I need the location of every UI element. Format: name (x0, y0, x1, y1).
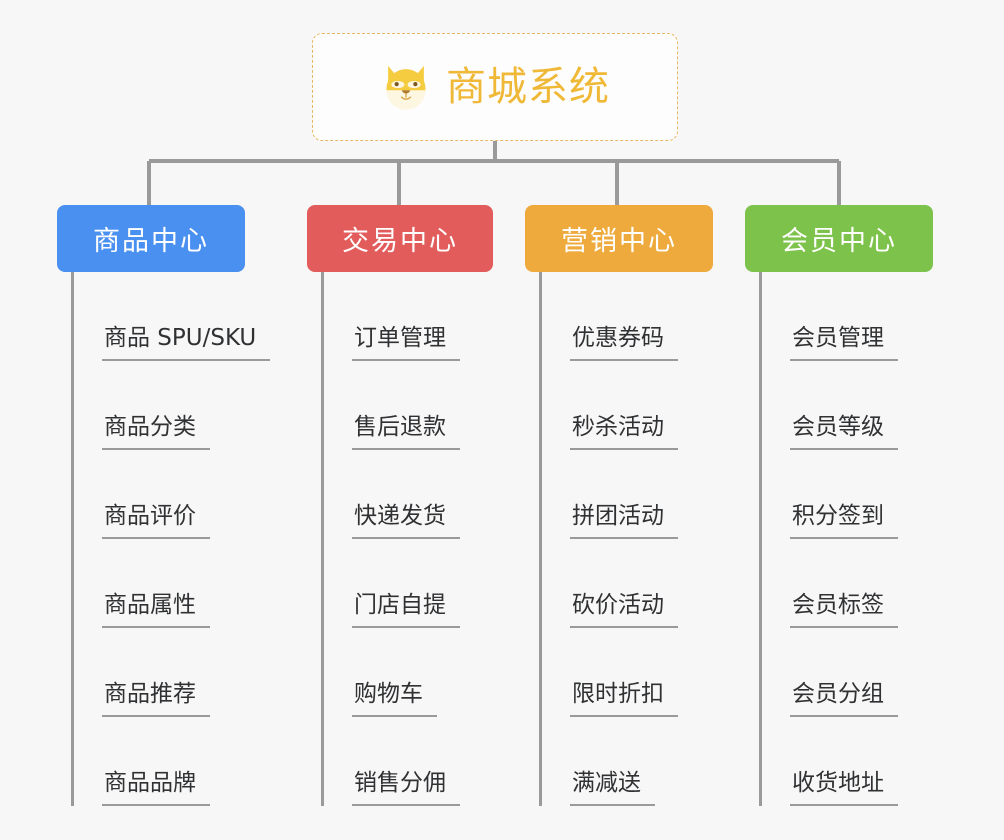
list-item[interactable]: 商品分类 (57, 361, 245, 450)
list-item[interactable]: 会员管理 (745, 272, 933, 361)
list-item-label: 购物车 (352, 680, 437, 717)
category-item-list: 会员管理会员等级积分签到会员标签会员分组收货地址 (745, 272, 933, 806)
category-item-list: 商品 SPU/SKU 商品分类商品评价商品属性商品推荐商品品牌 (57, 272, 271, 806)
list-item[interactable]: 商品品牌 (57, 717, 245, 806)
list-item[interactable]: 售后退款 (307, 361, 493, 450)
list-item[interactable]: 商品推荐 (57, 628, 245, 717)
list-item[interactable]: 限时折扣 (525, 628, 713, 717)
list-item-label: 满减送 (570, 769, 655, 806)
list-item-label: 销售分佣 (352, 769, 460, 806)
root-title: 商城系统 (446, 64, 610, 110)
list-item[interactable]: 会员等级 (745, 361, 933, 450)
list-item-label: 优惠券码 (570, 324, 678, 361)
list-item-label: 商品 SPU/SKU (102, 324, 271, 361)
category-header[interactable]: 商品中心 (57, 205, 245, 272)
list-item[interactable]: 砍价活动 (525, 539, 713, 628)
list-item-label: 收货地址 (790, 769, 898, 806)
list-item[interactable]: 秒杀活动 (525, 361, 713, 450)
column-spine (539, 272, 542, 806)
list-item[interactable]: 收货地址 (745, 717, 933, 806)
list-item-label: 快递发货 (352, 502, 460, 539)
list-item-label: 会员标签 (790, 591, 898, 628)
list-item-label: 积分签到 (790, 502, 898, 539)
list-item-label: 订单管理 (352, 324, 460, 361)
list-item[interactable]: 商品评价 (57, 450, 245, 539)
category-header[interactable]: 会员中心 (745, 205, 933, 272)
column-spine (759, 272, 762, 806)
list-item-label: 售后退款 (352, 413, 460, 450)
list-item-label: 门店自提 (352, 591, 460, 628)
list-item[interactable]: 订单管理 (307, 272, 493, 361)
list-item[interactable]: 积分签到 (745, 450, 933, 539)
list-item[interactable]: 满减送 (525, 717, 713, 806)
column-1: 商品中心商品 SPU/SKU 商品分类商品评价商品属性商品推荐商品品牌 (57, 205, 271, 806)
list-item-label: 限时折扣 (570, 680, 678, 717)
category-item-list: 订单管理售后退款快递发货门店自提购物车销售分佣 (307, 272, 493, 806)
column-4: 会员中心会员管理会员等级积分签到会员标签会员分组收货地址 (745, 205, 933, 806)
root-node[interactable]: 商城系统 (312, 33, 678, 141)
list-item[interactable]: 快递发货 (307, 450, 493, 539)
list-item-label: 商品品牌 (102, 769, 210, 806)
column-3: 营销中心优惠券码秒杀活动拼团活动砍价活动限时折扣满减送 (525, 205, 713, 806)
column-spine (321, 272, 324, 806)
list-item[interactable]: 会员分组 (745, 628, 933, 717)
category-header[interactable]: 交易中心 (307, 205, 493, 272)
shiba-dog-icon (386, 65, 426, 110)
list-item[interactable]: 购物车 (307, 628, 493, 717)
list-item[interactable]: 会员标签 (745, 539, 933, 628)
list-item[interactable]: 拼团活动 (525, 450, 713, 539)
column-2: 交易中心订单管理售后退款快递发货门店自提购物车销售分佣 (307, 205, 493, 806)
list-item-label: 商品推荐 (102, 680, 210, 717)
list-item[interactable]: 商品 SPU/SKU (57, 272, 271, 361)
list-item-label: 商品属性 (102, 591, 210, 628)
list-item[interactable]: 优惠券码 (525, 272, 713, 361)
list-item-label: 商品评价 (102, 502, 210, 539)
category-header[interactable]: 营销中心 (525, 205, 713, 272)
column-spine (71, 272, 74, 806)
list-item-label: 拼团活动 (570, 502, 678, 539)
list-item-label: 会员分组 (790, 680, 898, 717)
list-item-label: 会员等级 (790, 413, 898, 450)
list-item-label: 会员管理 (790, 324, 898, 361)
list-item[interactable]: 销售分佣 (307, 717, 493, 806)
list-item-label: 砍价活动 (570, 591, 678, 628)
list-item-label: 秒杀活动 (570, 413, 678, 450)
category-item-list: 优惠券码秒杀活动拼团活动砍价活动限时折扣满减送 (525, 272, 713, 806)
list-item[interactable]: 商品属性 (57, 539, 245, 628)
list-item[interactable]: 门店自提 (307, 539, 493, 628)
list-item-label: 商品分类 (102, 413, 210, 450)
